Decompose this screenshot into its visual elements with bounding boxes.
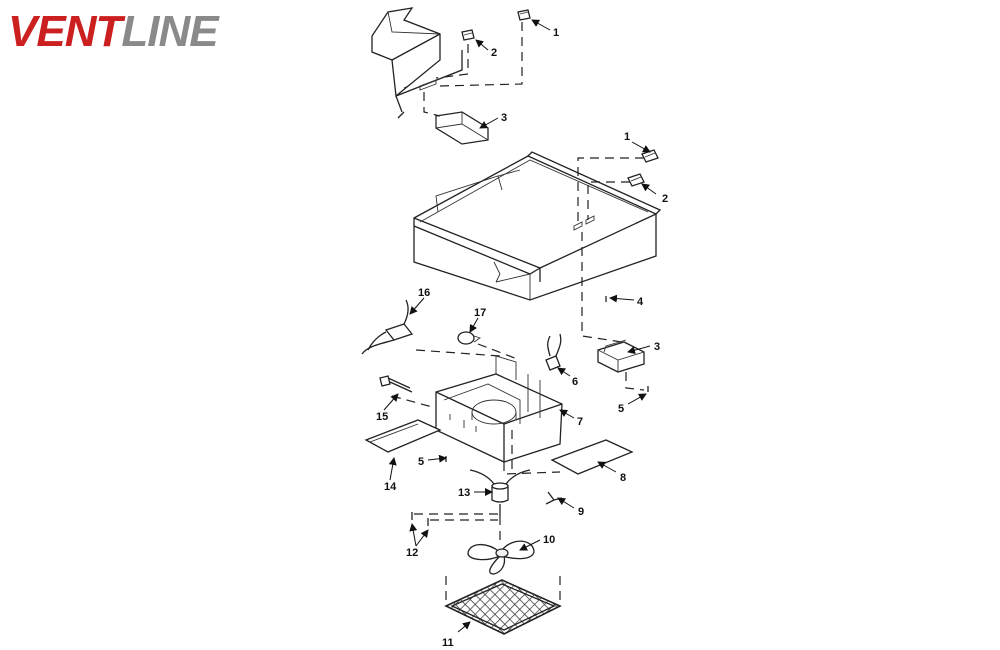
part-9-mounting-clip: [545, 491, 563, 505]
hood-inset-view: [371, 7, 463, 119]
callout-arrows: [383, 19, 657, 633]
callout-6: 6: [572, 376, 578, 388]
callout-9: 9: [578, 506, 584, 518]
dashed-line-part1: [577, 157, 644, 226]
callout-10: 10: [543, 534, 555, 546]
part-12-screws: [411, 512, 429, 526]
callout-11: 11: [442, 637, 454, 649]
part-16-ballast: [361, 299, 414, 355]
callout-4: 4: [637, 296, 644, 308]
part-17-light-bulb: [457, 331, 482, 345]
part-14-filter-panel: [364, 419, 442, 453]
part-1-switch-inset: [517, 9, 531, 21]
inset-dashed-line-1: [439, 22, 523, 87]
dashed-line-part5: [625, 372, 645, 391]
callout-12: 12: [406, 547, 418, 559]
callout-16: 16: [418, 287, 430, 299]
callout-2: 2: [662, 193, 668, 205]
part-6-lamp-socket: [545, 333, 562, 371]
part-2-switch-inset: [461, 29, 475, 41]
callout-1: 1: [624, 131, 630, 143]
callout-15: 15: [376, 411, 388, 423]
part-11-grease-filter: [444, 579, 562, 635]
callout-3: 3: [501, 112, 507, 124]
dashed-line-part4: [581, 232, 623, 343]
callout-14: 14: [384, 481, 397, 493]
callout-1: 1: [553, 27, 559, 39]
range-hood-body: [413, 151, 662, 301]
svg-text:VENTLINE: VENTLINE: [8, 7, 220, 56]
part-7-blower-housing: [435, 355, 563, 463]
part-8-bottom-panel: [550, 439, 634, 475]
dashed-line-ballast: [415, 349, 501, 357]
callout-8: 8: [620, 472, 626, 484]
callout-labels: 1 2 3 1 2 4 3 5 16 17 6 15 7 5 14 8 13 9…: [376, 27, 668, 649]
callout-3: 3: [654, 341, 660, 353]
logo-line: LINE: [121, 7, 220, 56]
dashed-line-part2: [587, 181, 630, 220]
part-3-wiring-box: [597, 339, 645, 373]
ventline-logo: VENTLINE: [8, 7, 221, 56]
callout-2: 2: [491, 47, 497, 59]
part-13-motor: [469, 469, 531, 516]
dashed-line-housing-right: [503, 462, 561, 475]
callout-5: 5: [418, 456, 424, 468]
inset-dashed-line-2: [435, 44, 469, 79]
part-10-fan-blade: [467, 540, 535, 575]
part-2-fan-switch: [627, 173, 645, 187]
dashed-line-bulb: [477, 343, 521, 361]
part-3-box-inset: [435, 111, 489, 145]
callout-17: 17: [474, 307, 486, 319]
inset-dashed-line-3: [423, 92, 441, 117]
part-15-wire-connector: [379, 375, 413, 393]
dashed-line-screws: [414, 513, 498, 521]
logo-vent: VENT: [8, 7, 125, 56]
callout-13: 13: [458, 487, 470, 499]
callout-5: 5: [618, 403, 624, 415]
callout-7: 7: [577, 416, 583, 428]
dashed-line-housing-left: [391, 395, 437, 409]
